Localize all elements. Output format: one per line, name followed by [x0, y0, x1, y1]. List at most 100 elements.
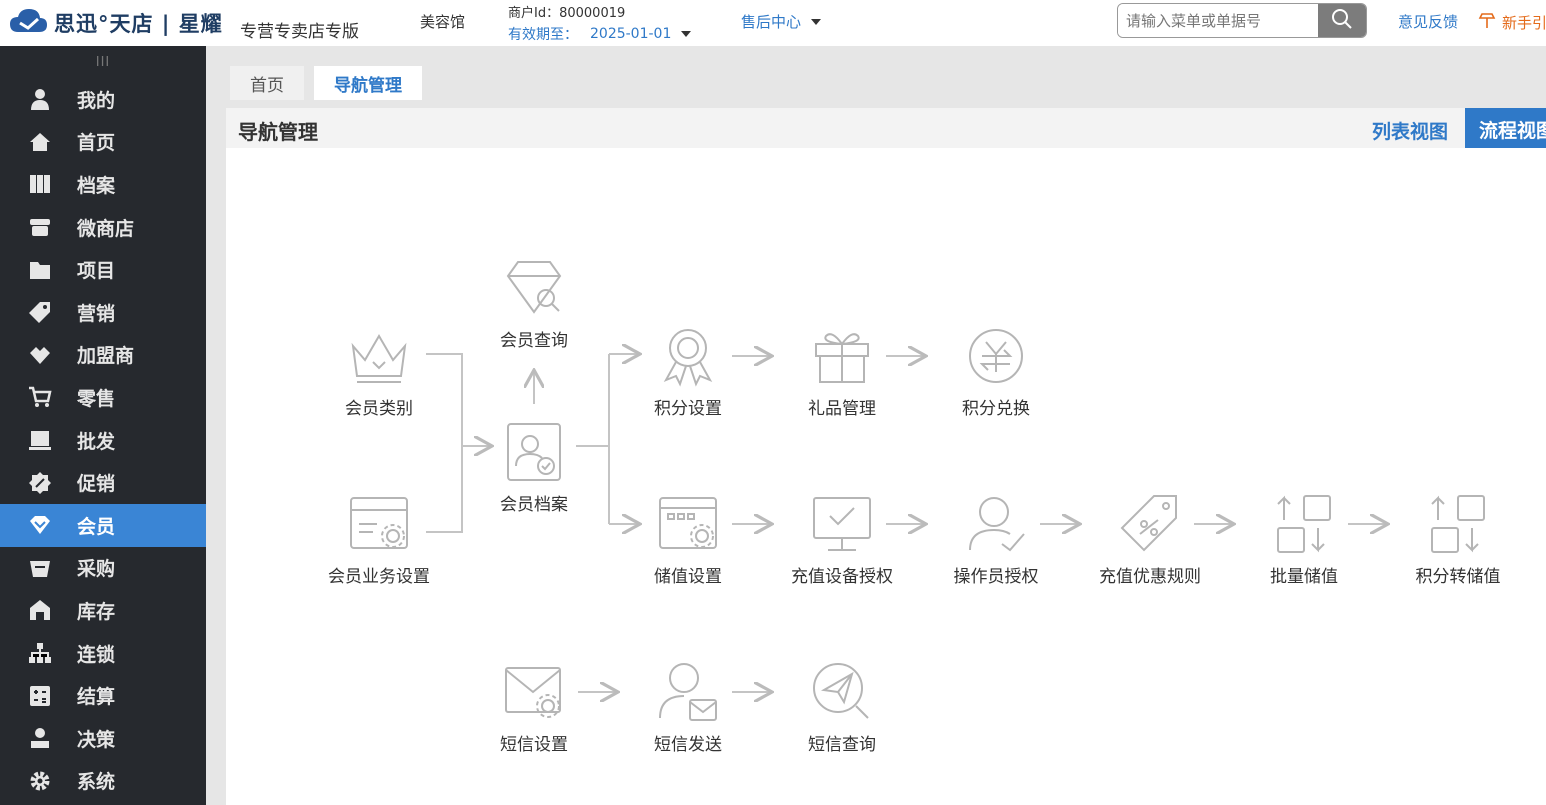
sidebar-item-label: 系统 — [77, 771, 116, 794]
user-mail-icon — [656, 660, 720, 724]
sidebar-collapse-handle[interactable]: III — [95, 54, 111, 70]
node-sms-send[interactable]: 短信发送 — [623, 660, 753, 755]
member-file-icon — [502, 420, 566, 484]
sidebar-item-label: 结算 — [77, 686, 116, 709]
sidebar-item-label: 批发 — [77, 430, 116, 453]
node-gift-manage[interactable]: 礼品管理 — [777, 324, 907, 419]
sidebar-item-decision[interactable]: 决策 — [0, 717, 206, 760]
paper-plane-search-icon — [810, 660, 874, 724]
tab-nav-manage[interactable]: 导航管理 — [314, 66, 422, 100]
search-input[interactable] — [1118, 4, 1318, 37]
cloud-logo-icon — [8, 6, 48, 40]
sidebar-item-warehouse[interactable]: 库存 — [0, 589, 206, 632]
sidebar-item-handshake[interactable]: 加盟商 — [0, 334, 206, 377]
node-member-business-setting[interactable]: 会员业务设置 — [314, 492, 444, 587]
archive-icon — [28, 172, 52, 196]
node-label: 充值优惠规则 — [1099, 567, 1201, 587]
node-batch-stored-value[interactable]: 批量储值 — [1239, 492, 1369, 587]
user-icon — [28, 87, 52, 111]
sidebar-item-label: 连锁 — [77, 643, 116, 666]
node-label: 会员业务设置 — [328, 567, 430, 587]
after-sales-menu[interactable]: 售后中心 — [741, 11, 822, 32]
expiry-dropdown[interactable]: 有效期至： 2025-01-01 — [508, 24, 692, 44]
node-stored-value-setting[interactable]: 储值设置 — [623, 492, 753, 587]
node-member-category[interactable]: 会员类别 — [314, 324, 444, 419]
tag-icon — [28, 300, 52, 324]
wholesale-icon — [28, 428, 52, 452]
award-icon — [656, 324, 720, 388]
content-panel: 导航管理 列表视图 流程视图 — [226, 108, 1546, 805]
sidebar-item-folder[interactable]: 项目 — [0, 248, 206, 291]
promotion-icon — [28, 471, 52, 495]
node-member-query[interactable]: 会员查询 — [469, 256, 599, 351]
sidebar-item-label: 促销 — [77, 473, 116, 496]
node-sms-setting[interactable]: 短信设置 — [469, 660, 599, 755]
edition-label: 专营专卖店专版 — [240, 22, 359, 42]
sidebar-item-calculator[interactable]: 结算 — [0, 674, 206, 717]
top-header: 思迅°天店 | 星耀 专营专卖店专版 美容馆 商户Id：80000019 有效期… — [0, 0, 1546, 46]
node-recharge-discount-rule[interactable]: 充值优惠规则 — [1085, 492, 1215, 587]
tab-home[interactable]: 首页 — [230, 66, 304, 100]
convert-icon — [1426, 492, 1490, 556]
node-label: 会员类别 — [345, 399, 413, 419]
user-check-icon — [964, 492, 1028, 556]
node-label: 充值设备授权 — [791, 567, 893, 587]
flow-view-button[interactable]: 流程视图 — [1465, 108, 1546, 148]
node-label: 积分转储值 — [1415, 567, 1501, 587]
logo-text: 思迅°天店 | 星耀 — [54, 12, 223, 36]
node-label: 操作员授权 — [953, 567, 1039, 587]
guide-link[interactable]: 新手引 — [1478, 11, 1546, 33]
sidebar-item-store[interactable]: 微商店 — [0, 206, 206, 249]
sidebar-item-wholesale[interactable]: 批发 — [0, 419, 206, 462]
sidebar-item-cart[interactable]: 零售 — [0, 376, 206, 419]
feedback-link[interactable]: 意见反馈 — [1398, 13, 1459, 31]
folder-icon — [28, 258, 52, 282]
node-recharge-device-auth[interactable]: 充值设备授权 — [777, 492, 907, 587]
sidebar-item-org-chart[interactable]: 连锁 — [0, 632, 206, 675]
sidebar-item-basket[interactable]: 采购 — [0, 547, 206, 590]
diamond-search-icon — [502, 256, 566, 320]
panel-header: 导航管理 列表视图 流程视图 — [226, 108, 1546, 148]
guide-icon — [1478, 11, 1496, 33]
node-points-exchange[interactable]: 积分兑换 — [931, 324, 1061, 419]
node-label: 短信查询 — [808, 735, 876, 755]
sidebar-item-promotion[interactable]: 促销 — [0, 461, 206, 504]
node-member-file[interactable]: 会员档案 — [469, 420, 599, 515]
sidebar-item-tag[interactable]: 营销 — [0, 291, 206, 334]
home-icon — [28, 130, 52, 154]
sidebar-item-gear[interactable]: 系统 — [0, 760, 206, 803]
flow-connectors — [426, 148, 1546, 805]
sidebar-item-label: 微商店 — [77, 217, 135, 240]
node-sms-query[interactable]: 短信查询 — [777, 660, 907, 755]
sidebar-item-user[interactable]: 我的 — [0, 78, 206, 121]
sidebar-item-home[interactable]: 首页 — [0, 121, 206, 164]
app-logo[interactable]: 思迅°天店 | 星耀 — [8, 6, 223, 40]
sidebar: III 我的首页档案微商店项目营销加盟商零售批发促销会员采购库存连锁结算决策系统 — [0, 46, 206, 805]
decision-icon — [28, 726, 52, 750]
calculator-icon — [28, 684, 52, 708]
settings-card-icon — [347, 492, 411, 556]
node-label: 储值设置 — [654, 567, 722, 587]
node-label: 会员档案 — [500, 495, 568, 515]
sidebar-item-label: 采购 — [77, 558, 116, 581]
batch-transfer-icon — [1272, 492, 1336, 556]
node-points-setting[interactable]: 积分设置 — [623, 324, 753, 419]
search-box — [1117, 3, 1367, 38]
node-label: 短信设置 — [500, 735, 568, 755]
node-points-to-stored-value[interactable]: 积分转储值 — [1393, 492, 1523, 587]
main-area: 首页 导航管理 导航管理 列表视图 流程视图 — [206, 46, 1546, 805]
sidebar-item-label: 档案 — [77, 174, 116, 197]
expiry-label: 有效期至： — [508, 27, 578, 43]
sidebar-item-label: 我的 — [77, 89, 116, 112]
member-icon — [28, 513, 52, 537]
sidebar-item-archive[interactable]: 档案 — [0, 163, 206, 206]
sidebar-item-member[interactable]: 会员 — [0, 503, 206, 547]
chevron-down-icon — [811, 18, 822, 25]
search-button[interactable] — [1318, 4, 1366, 37]
crown-icon — [347, 324, 411, 388]
search-icon — [1331, 8, 1353, 34]
window-gear-icon — [656, 492, 720, 556]
list-view-button[interactable]: 列表视图 — [1372, 121, 1449, 143]
tab-bar: 首页 导航管理 — [230, 66, 432, 100]
node-operator-auth[interactable]: 操作员授权 — [931, 492, 1061, 587]
